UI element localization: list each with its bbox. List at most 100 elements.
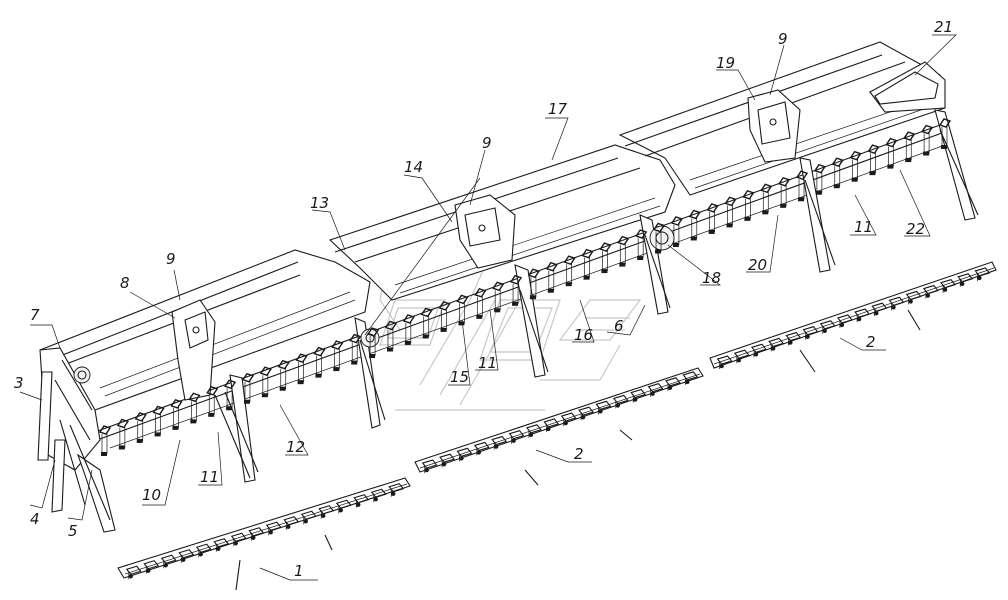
- callout-11-middle: 11: [478, 354, 497, 372]
- seed-bar-bracket: [630, 388, 647, 403]
- seed-bar-1: [117, 477, 411, 591]
- callout-20: 20: [748, 256, 767, 274]
- coulter-unit: [313, 346, 326, 378]
- coulter-unit: [581, 248, 594, 280]
- callout-10: 10: [142, 486, 161, 504]
- callout-19: 19: [716, 54, 735, 72]
- callout-18: 18: [702, 269, 721, 287]
- coulter-unit: [295, 353, 308, 385]
- seed-bar-2-middle: [414, 367, 704, 486]
- seed-bar-bracket: [612, 394, 629, 409]
- callout-8: 8: [120, 274, 130, 292]
- coulter-unit: [509, 274, 523, 306]
- seed-bar-bracket: [836, 314, 853, 328]
- callout-22: 22: [906, 220, 925, 238]
- seed-bar-bracket: [854, 308, 871, 323]
- seed-bar-bracket: [335, 499, 352, 514]
- callout-labels: 1 2 2 3 4 5 6 7 8 9 9 9 10 11 11 11 12 1…: [14, 18, 953, 580]
- coulter-unit: [492, 281, 505, 313]
- coulter-unit: [438, 301, 451, 332]
- seed-bar-bracket: [595, 400, 612, 415]
- seed-bar-bracket: [456, 447, 473, 462]
- coulter-unit: [420, 307, 433, 339]
- seed-bar-2-right: [709, 261, 997, 373]
- seed-bar-bracket: [300, 510, 317, 525]
- seed-bar-bracket: [160, 554, 177, 569]
- coulter-unit: [617, 235, 630, 267]
- seed-bar-bracket: [125, 565, 142, 580]
- seed-bar-bracket: [733, 349, 750, 364]
- seed-bar-bracket: [265, 521, 282, 536]
- callout-9-right: 9: [778, 30, 788, 48]
- coulter-unit: [384, 320, 398, 352]
- callout-11-left: 11: [200, 468, 219, 486]
- seed-bar-bracket: [421, 459, 438, 474]
- callout-2-right: 2: [866, 333, 876, 351]
- seed-bar-bracket: [525, 424, 542, 438]
- seed-bar-bracket: [230, 532, 247, 547]
- seed-bar-bracket: [957, 273, 974, 287]
- callout-6: 6: [614, 317, 624, 335]
- seed-bar-bracket: [508, 430, 525, 444]
- coulter-unit: [206, 385, 219, 417]
- coulter-unit: [277, 359, 290, 391]
- callout-14: 14: [404, 158, 423, 176]
- callout-9-middle: 9: [482, 134, 492, 152]
- seed-bar-bracket: [664, 377, 681, 391]
- seed-bar-bracket: [888, 296, 905, 311]
- callout-9-left: 9: [166, 250, 176, 268]
- coulter-unit: [670, 216, 684, 247]
- coulter-unit: [545, 261, 558, 293]
- seed-bar-bracket: [473, 441, 490, 456]
- coulter-unit: [188, 392, 201, 424]
- coulter-unit: [921, 124, 934, 156]
- seed-bar-bracket: [213, 538, 230, 552]
- coulter-unit: [116, 418, 129, 450]
- coulter-unit: [688, 209, 701, 241]
- callout-12: 12: [286, 438, 305, 456]
- callout-13: 13: [310, 194, 329, 212]
- seed-bar-bracket: [922, 284, 939, 299]
- callout-21: 21: [934, 18, 953, 36]
- coulter-unit: [760, 183, 773, 215]
- callout-7: 7: [30, 306, 40, 324]
- coulter-unit: [599, 242, 612, 274]
- coulter-unit: [635, 229, 648, 261]
- coulter-unit: [849, 150, 862, 182]
- coulter-unit: [867, 144, 880, 176]
- seed-bar-bracket: [195, 543, 212, 558]
- callout-17: 17: [548, 100, 568, 118]
- leader-lines: [19, 34, 957, 581]
- coulter-row: [98, 118, 952, 456]
- coulter-unit: [778, 176, 791, 208]
- coulter-unit: [366, 327, 380, 359]
- coulter-unit: [170, 399, 183, 430]
- seed-bar-bracket: [388, 483, 405, 497]
- coulter-unit: [331, 340, 344, 372]
- coulter-unit: [831, 157, 844, 189]
- callout-16: 16: [574, 326, 593, 344]
- coulter-unit: [742, 190, 755, 221]
- seed-bar-bracket: [491, 435, 508, 450]
- seed-bar-bracket: [178, 549, 195, 563]
- coulter-unit: [224, 379, 237, 411]
- seed-bar-bracket: [647, 383, 664, 397]
- callout-3: 3: [14, 374, 24, 392]
- seed-bar-bracket: [353, 494, 370, 508]
- seed-bar-bracket: [940, 279, 956, 293]
- seed-bar-bracket: [819, 320, 836, 334]
- seed-bar-bracket: [370, 488, 387, 503]
- seed-bar-bracket: [560, 412, 577, 427]
- seed-bar-bracket: [768, 337, 785, 352]
- coulter-unit: [259, 366, 272, 398]
- coulter-unit: [349, 333, 362, 365]
- callout-1: 1: [294, 562, 304, 580]
- seed-bar-bracket: [716, 355, 733, 370]
- coulter-unit: [795, 170, 809, 202]
- coulter-unit: [527, 268, 541, 300]
- callout-11-right: 11: [854, 218, 873, 236]
- frame-assembly: [37, 41, 979, 533]
- seed-bar-bracket: [682, 371, 699, 385]
- coulter-unit: [134, 412, 147, 443]
- coulter-unit: [813, 163, 826, 195]
